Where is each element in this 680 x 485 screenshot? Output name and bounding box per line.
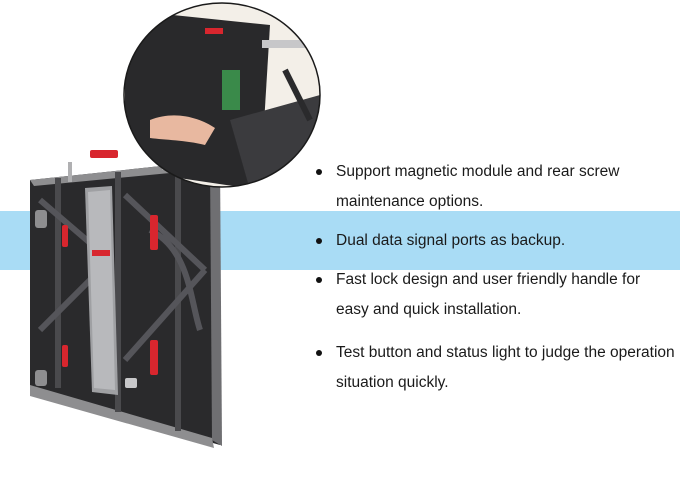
list-item: Fast lock design and user friendly handl… [316,265,676,325]
bullet-dot-icon [316,169,322,175]
led-cabinet-image [30,2,321,448]
feature-text: Fast lock design and user friendly handl… [336,271,641,318]
bullet-dot-icon [316,238,322,244]
detail-zoom-image [123,2,321,188]
feature-text: Dual data signal ports as backup. [336,232,566,249]
list-item: Dual data signal ports as backup. [316,226,676,256]
feature-text: Support magnetic module and rear screw m… [336,163,620,210]
bullet-dot-icon [316,277,322,283]
feature-list: Support magnetic module and rear screw m… [316,0,680,485]
top-handle [90,150,118,158]
list-item: Test button and status light to judge th… [316,338,676,398]
list-item: Support magnetic module and rear screw m… [316,157,676,217]
bullet-dot-icon [316,350,322,356]
feature-text: Test button and status light to judge th… [336,344,675,391]
